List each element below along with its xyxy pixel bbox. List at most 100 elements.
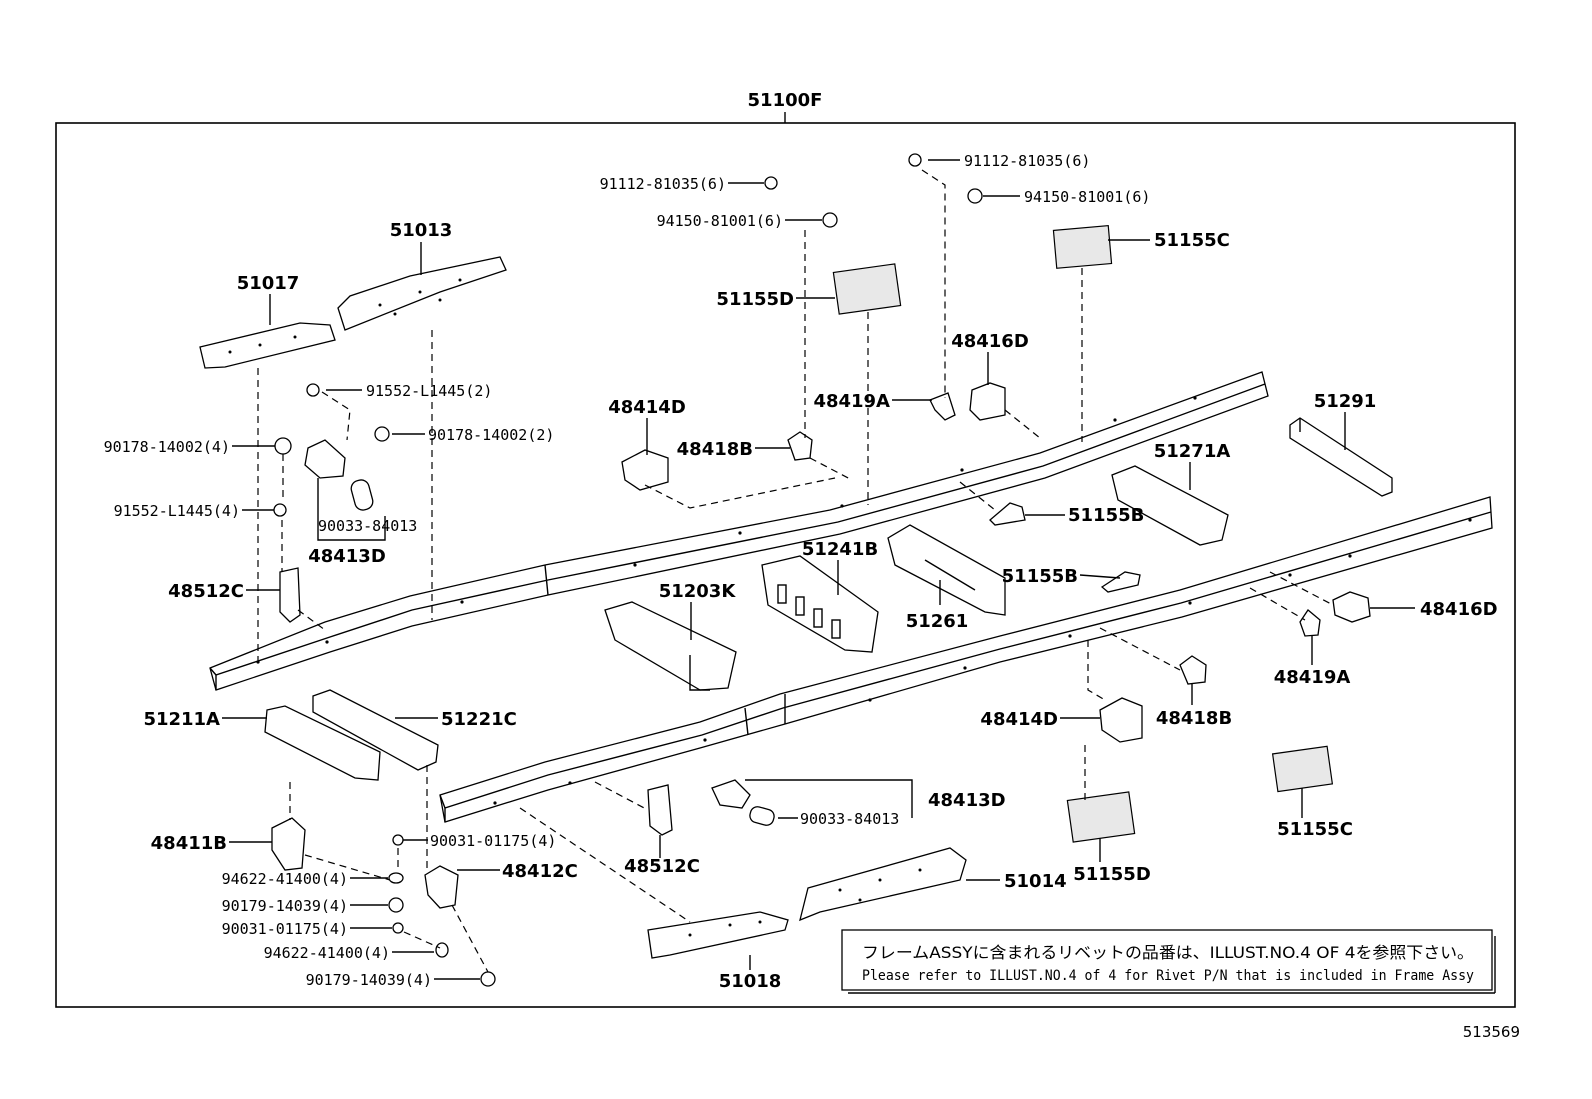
label-91552-L1445-2: 91552-L1445(2) [366,382,492,400]
label-90033-84013-a: 90033-84013 [318,517,417,535]
part-51017 [199,322,336,369]
label-48411B: 48411B [151,833,227,854]
label-51155C-a: 51155C [1154,230,1230,251]
label-48418B-b: 48418B [1156,708,1232,729]
part-48412C [424,865,459,909]
label-90179-14039-a: 90179-14039(4) [222,897,348,915]
part-51018 [647,911,789,959]
part-48414D-b [1099,697,1143,743]
label-51221C: 51221C [441,709,517,730]
label-48412C: 48412C [502,861,578,882]
label-51155D-b: 51155D [1073,864,1151,885]
label-48512C-b: 48512C [624,856,700,877]
part-48414D-a [621,449,669,491]
part-48512C-b [647,784,673,836]
label-91552-L1445-4: 91552-L1445(4) [114,502,240,520]
label-51241B: 51241B [802,539,878,560]
part-48413D-a [304,439,346,479]
label-48419A-b: 48419A [1274,667,1351,688]
label-51291: 51291 [1314,391,1377,412]
label-51155D-a: 51155D [716,289,794,310]
part-51155C-lower [1271,745,1334,793]
label-48413D-a: 48413D [308,546,386,567]
label-91112-81035-a: 91112-81035(6) [600,175,726,193]
part-48419A-b [1299,609,1321,637]
label-51261: 51261 [906,611,969,632]
label-48419A-a: 48419A [813,391,890,412]
note-english: Please refer to ILLUST.NO.4 of 4 for Riv… [862,968,1474,984]
note-japanese: フレームASSYに含まれるリベットの品番は、ILLUST.NO.4 OF 4を参… [862,943,1474,962]
label-94622-41400-b: 94622-41400(4) [264,944,390,962]
part-90033-b [749,806,775,826]
part-48416D-a [969,382,1006,421]
label-90179-14039-b: 90179-14039(4) [306,971,432,989]
label-90031-01175-a: 90031-01175(4) [430,832,556,850]
part-48418B-a [787,431,813,461]
part-51013 [337,256,507,331]
label-90031-01175-b: 90031-01175(4) [222,920,348,938]
part-51211A [264,705,381,781]
part-48416D-b [1332,591,1371,623]
rivet-note-box: フレームASSYに含まれるリベットの品番は、ILLUST.NO.4 OF 4を参… [841,929,1496,994]
nut-94150-b [967,188,983,204]
frame-rail-left [209,371,1269,691]
nut-90178-a [374,426,390,442]
part-51261 [887,524,1006,616]
part-51155B-a [989,502,1026,526]
bolt-90031-b [392,922,404,934]
part-48413D-b [711,779,751,809]
label-90178-14002-2: 90178-14002(2) [428,426,554,444]
washer-94622-a [388,872,404,884]
label-51203K: 51203K [659,581,737,602]
label-51271A: 51271A [1154,441,1231,462]
part-51155C-upper [1052,224,1113,269]
label-91112-81035-b: 91112-81035(6) [964,152,1090,170]
label-51013: 51013 [390,220,453,241]
part-labels: 51013 51017 91552-L1445(2) 90178-14002(2… [104,152,1498,992]
part-48418B-b [1179,655,1207,685]
label-48414D-a: 48414D [608,397,686,418]
frame-rail-right [439,496,1493,823]
part-48512C-a [279,567,301,623]
label-48413D-b: 48413D [928,790,1006,811]
part-51155D-upper [832,263,902,315]
label-90033-84013-b: 90033-84013 [800,810,899,828]
part-48411B [271,817,306,871]
label-51017: 51017 [237,273,300,294]
label-94150-81001-b: 94150-81001(6) [1024,188,1150,206]
label-51155B-a: 51155B [1068,505,1144,526]
label-90178-14002-4: 90178-14002(4) [104,438,230,456]
part-51241B [761,555,879,653]
bolt-90031-a [392,834,404,846]
label-48416D-a: 48416D [951,331,1029,352]
label-48418B-a: 48418B [677,439,753,460]
assembly-dashed-lines [257,169,1334,973]
label-94150-81001-a: 94150-81001(6) [657,212,783,230]
bolt-91552-b [273,503,287,517]
nut-90179-a [388,897,404,913]
part-51155D-lower [1066,791,1136,843]
part-51014 [799,847,967,922]
washer-94622-b [435,942,449,958]
part-51271A [1111,465,1229,546]
bolt-91552-a [306,383,320,397]
label-48512C-a: 48512C [168,581,244,602]
label-51014: 51014 [1004,871,1067,892]
part-51203K [604,601,737,691]
part-51155B-b [1100,571,1141,593]
bolt-91112-b [908,153,922,167]
part-48419A-a [929,392,956,421]
part-51221C [312,689,439,771]
assembly-label: 51100F [748,90,823,111]
label-94622-41400-a: 94622-41400(4) [222,870,348,888]
nut-90178-b [274,437,292,455]
bolt-91112-a [764,176,778,190]
label-48416D-b: 48416D [1420,599,1498,620]
nut-90179-b [480,971,496,987]
nut-94150-a [822,212,838,228]
label-51155B-b: 51155B [1002,566,1078,587]
label-51018: 51018 [719,971,782,992]
label-51211A: 51211A [143,709,220,730]
label-51155C-b: 51155C [1277,819,1353,840]
